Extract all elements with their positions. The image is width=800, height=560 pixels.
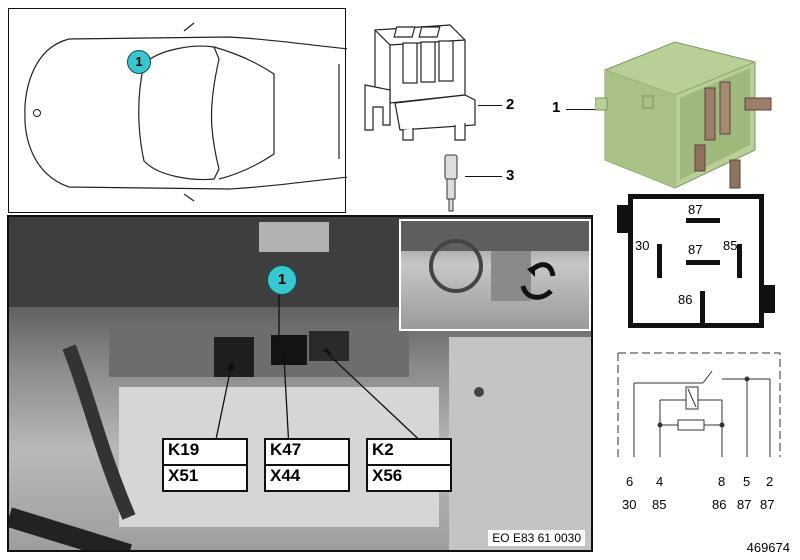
relay-pinout: 87 30 87 85 86: [628, 194, 764, 328]
callout-k2: K2 X56: [366, 438, 452, 492]
leader-line-3: [465, 176, 502, 177]
schematic-terminal-pins: 30 85 86 87 87: [622, 497, 792, 513]
pin-label-top: 87: [688, 202, 702, 217]
part-number-1: 1: [552, 99, 561, 116]
drawing-code: EO E83 61 0030: [488, 530, 585, 546]
cockpit-shapes: [401, 221, 589, 301]
pin-label-bottom: 86: [678, 292, 692, 307]
connector-housing-drawing: [364, 24, 476, 212]
terminal-pin: 30: [622, 497, 637, 512]
position-marker-1: 1: [127, 50, 151, 74]
relay-photo: [595, 41, 772, 189]
car-outline: [24, 22, 350, 202]
connector-label: X44: [266, 464, 348, 490]
installation-photo: 1 K19 X51 K47 X44 K2 X56 EO E83 61 0030: [7, 215, 593, 552]
part-number-2: 2: [506, 96, 515, 113]
pin-label-center: 87: [688, 242, 702, 257]
terminal-pin: 87: [737, 497, 752, 512]
callout-k19: K19 X51: [162, 438, 248, 492]
pinout-contacts: 87 30 87 85 86: [635, 202, 742, 323]
image-number: 469674: [746, 540, 790, 555]
connector-pin: 4: [656, 474, 664, 489]
schematic-connector-pins: 6 4 8 5 2: [626, 474, 786, 490]
connector-pin: 2: [766, 474, 774, 489]
relay-schematic: [617, 352, 781, 457]
connector-pin: 8: [718, 474, 726, 489]
connector-label: X56: [368, 464, 450, 490]
relay-label: K47: [270, 440, 302, 459]
leader-line-2: [478, 105, 502, 106]
pin-label-right: 85: [723, 238, 737, 253]
relay-label: K19: [168, 440, 200, 459]
car-overview-panel: 1: [8, 8, 350, 213]
pinout-tab-right: [763, 285, 775, 313]
callout-k47: K47 X44: [264, 438, 350, 492]
cockpit-inset-photo: [399, 219, 591, 331]
part-number-3: 3: [506, 167, 515, 184]
pin-label-left: 30: [635, 238, 649, 253]
terminal-pin: 87: [760, 497, 775, 512]
terminal-pin: 86: [712, 497, 727, 512]
terminal-pin: 85: [652, 497, 667, 512]
relay-label: K2: [372, 440, 394, 459]
leader-line-1: [566, 109, 600, 110]
connector-label: X51: [164, 464, 246, 490]
connector-pin: 5: [743, 474, 751, 489]
pinout-tab-left: [617, 205, 629, 233]
position-marker-1-photo: 1: [267, 265, 297, 295]
connector-pin: 6: [626, 474, 634, 489]
